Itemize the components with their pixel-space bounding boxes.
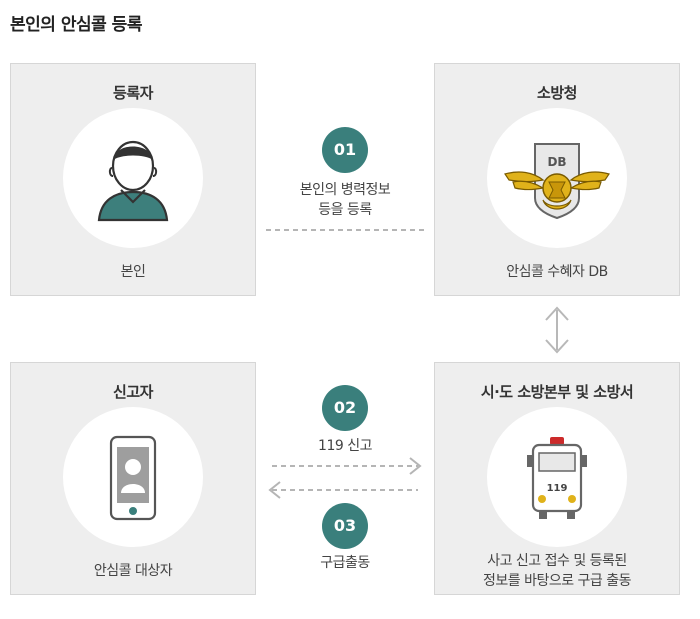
fire-agency-db-emblem-icon: DB xyxy=(504,143,610,220)
person-icon xyxy=(97,140,169,222)
step-01-badge: 01 xyxy=(322,127,368,173)
fire-hq-label-line1: 사고 신고 접수 및 등록된 xyxy=(487,553,627,569)
registrant-title: 등록자 xyxy=(113,84,153,102)
step-01-text-line2: 등을 등록 xyxy=(318,202,372,218)
step-01-text: 본인의 병력정보 등을 등록 xyxy=(270,180,420,220)
db-badge-text: DB xyxy=(547,155,566,169)
registrant-box: 등록자 본인 xyxy=(10,63,256,296)
registrant-label: 본인 xyxy=(120,264,146,280)
fire-hq-title: 시·도 소방본부 및 소방서 xyxy=(480,383,634,401)
reporter-circle xyxy=(63,407,203,547)
fire-hq-box: 시·도 소방본부 및 소방서 119 사고 신고 접수 및 등록된 정보를 바탕… xyxy=(434,362,680,595)
fire-hq-label-line2: 정보를 바탕으로 구급 출동 xyxy=(482,573,632,589)
smartphone-icon xyxy=(109,435,157,521)
reporter-label: 안심콜 대상자 xyxy=(93,563,173,579)
fire-agency-title: 소방청 xyxy=(537,84,577,102)
ambulance-bus-icon: 119 xyxy=(527,437,587,519)
registrant-avatar-circle xyxy=(63,108,203,248)
step-03-badge: 03 xyxy=(322,503,368,549)
reporter-title: 신고자 xyxy=(113,383,153,401)
arrow-left-icon xyxy=(268,481,418,499)
fire-agency-circle: DB xyxy=(487,108,627,248)
page-title: 본인의 안심콜 등록 xyxy=(10,15,142,35)
reporter-box: 신고자 안심콜 대상자 xyxy=(10,362,256,595)
step-02-text: 119 신고 xyxy=(318,438,372,454)
arrow-right-icon xyxy=(272,457,422,475)
fire-hq-circle: 119 xyxy=(487,407,627,547)
fire-agency-box: 소방청 DB 안심콜 수혜자 DB xyxy=(434,63,680,296)
fire-agency-label: 안심콜 수혜자 DB xyxy=(506,264,608,280)
step-02-badge: 02 xyxy=(322,385,368,431)
fire-hq-label: 사고 신고 접수 및 등록된 정보를 바탕으로 구급 출동 xyxy=(435,551,679,591)
bus-number-text: 119 xyxy=(547,483,568,494)
step-03-text: 구급출동 xyxy=(320,555,370,571)
step-01-text-line1: 본인의 병력정보 xyxy=(299,182,391,198)
vertical-double-arrow-icon xyxy=(545,306,569,354)
